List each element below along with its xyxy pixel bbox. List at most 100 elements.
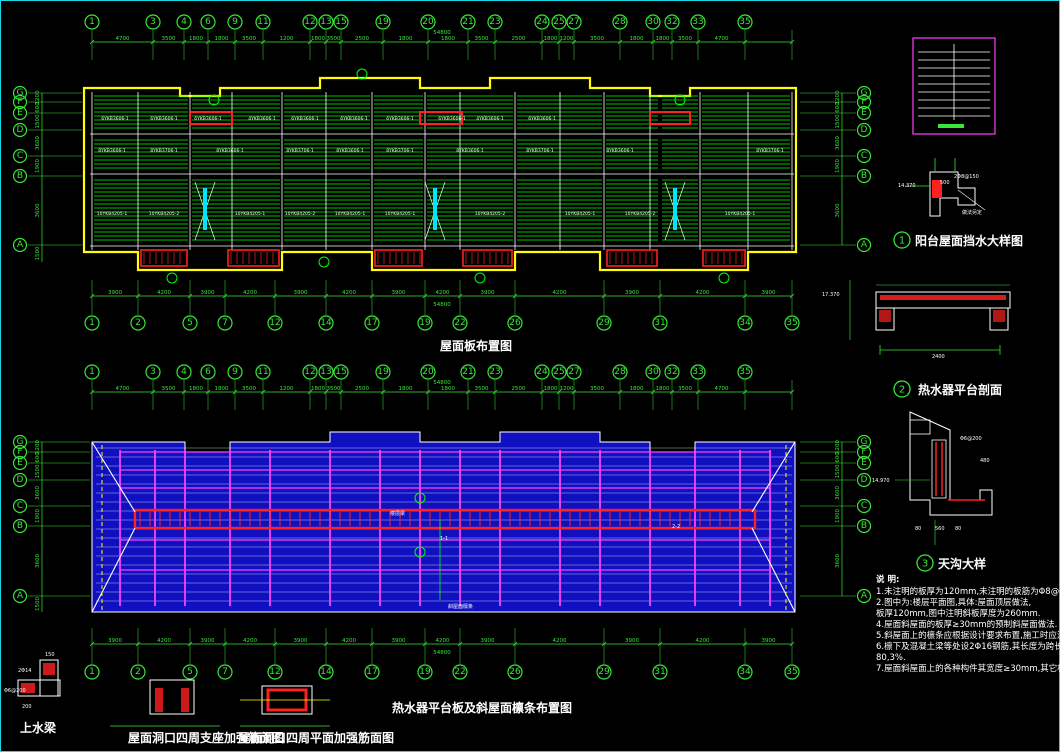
- plan2-top-axis-label: 35: [739, 367, 750, 377]
- detail1-marker-num: 1: [899, 236, 905, 247]
- detail3-size-c: 80: [955, 526, 961, 532]
- beam-stirrup: Φ6@200: [4, 688, 26, 694]
- plan2-bottom-dim-label: 3900: [108, 638, 122, 644]
- plan1-bottom-dim-label: 4200: [436, 290, 450, 296]
- plan1-bottom-axis-label: 17: [366, 318, 377, 328]
- plan1-right-letter-label: E: [861, 108, 867, 118]
- plan1-top-axis-label: 23: [489, 17, 500, 27]
- plan2-top-axis-label: 33: [692, 367, 703, 377]
- plan2-right-vdim-label: 1900: [835, 509, 841, 523]
- plan1-right-letter-circle: [856, 85, 872, 101]
- plan2-top-axis-circle: [645, 364, 661, 380]
- note-line: 5.斜屋面上的檩条应根据设计要求布置,施工时应注意做好防水.: [876, 630, 1060, 641]
- plan1-bottom-dim-tick: [272, 293, 278, 299]
- plan2-top-dim-tick: [89, 389, 95, 395]
- plan2-right-letter-label: E: [861, 458, 867, 468]
- plan1-callout: [208, 94, 220, 106]
- plan2-bottom-axis-circle: [182, 664, 198, 680]
- slab-label-row3: 10YKB4205-2: [285, 211, 316, 217]
- plan1-top-dim-label: 1800: [215, 36, 229, 42]
- plan2-top-axis-circle: [690, 364, 706, 380]
- plan1-bottom-dim-tick: [422, 293, 428, 299]
- plan1-left-vdim-label: 1500: [35, 114, 41, 128]
- plan1-top-axis-label: 24: [536, 17, 548, 27]
- plan1-top-axis-label: 27: [568, 17, 579, 27]
- plan2-top-axis-circle: [664, 364, 680, 380]
- plan2-bottom-axis-label: 29: [598, 667, 610, 677]
- plan1-left-letter-label: G: [17, 88, 24, 98]
- detail2-title: 热水器平台剖面: [918, 382, 1002, 397]
- slab-label-row3: 10YKB4205-1: [235, 211, 266, 217]
- plan2-bottom-axis-label: 14: [320, 667, 332, 677]
- balcony-beam: [374, 249, 423, 267]
- plan1-top-dim-label: 1800: [311, 36, 325, 42]
- plan2-top-axis-circle: [318, 364, 334, 380]
- plan2-right-letter-circle: [856, 518, 872, 534]
- plan2-top-axis-circle: [227, 364, 243, 380]
- plan1-top-dim-tick: [181, 39, 187, 45]
- plan2-bottom-dim-label: 3900: [762, 638, 776, 644]
- plan2-top-axis-circle: [84, 364, 100, 380]
- plan1-bottom-dim-tick: [89, 293, 95, 299]
- detail1-rebar: 2Φ8@150: [954, 174, 979, 180]
- balcony-beam: [702, 249, 746, 267]
- plan1-bottom-axis-label: 22: [454, 318, 465, 328]
- plan1-top-dim-label: 3500: [162, 36, 176, 42]
- plan1-top-dim-tick: [650, 39, 656, 45]
- plan2-bottom-dim-tick: [187, 641, 193, 647]
- plan2-top-dim-tick: [465, 389, 471, 395]
- top-beam: [419, 111, 463, 125]
- plan2-top-axis-circle: [375, 364, 391, 380]
- plan1-bottom-axis-circle: [452, 315, 468, 331]
- plan2-top-dim-label: 3500: [678, 386, 692, 392]
- slab-label-row1: 6YKB3606-1: [194, 116, 222, 122]
- slab-label-row3: 10YKB4205-1: [565, 211, 596, 217]
- plan1-top-axis-label: 28: [614, 17, 626, 27]
- plan2-bottom-dim-label: 3900: [481, 638, 495, 644]
- plan2-title: 热水器平台板及斜屋面檩条布置图: [392, 700, 572, 715]
- plan1-bottom-total: 54800: [433, 302, 451, 308]
- plan1-bottom-dim-label: 3900: [481, 290, 495, 296]
- plan1-left-vdim-label: 1500: [35, 246, 41, 260]
- slab-label-row1: 6YKB3606-1: [438, 116, 466, 122]
- plan2-left-letter-circle: [12, 455, 28, 471]
- plan2-left-letter-label: B: [17, 521, 23, 531]
- plan2-top-axis-circle: [737, 364, 753, 380]
- balcony-beam: [227, 249, 280, 267]
- plan2-top-dim-tick: [650, 389, 656, 395]
- plan1-bottom-axis-circle: [596, 315, 612, 331]
- plan2-bottom-axis-circle: [596, 664, 612, 680]
- mini-elevation-box: [912, 37, 996, 135]
- plan2-left-letter-label: E: [17, 458, 23, 468]
- plan1-left-letter-circle: [12, 105, 28, 121]
- plan1-top-axis-circle: [302, 14, 318, 30]
- plan2-top-dim-label: 3500: [590, 386, 604, 392]
- plan2-right-vdim-label: 1200: [835, 440, 841, 454]
- plan1-right-letter-circle: [856, 168, 872, 184]
- slab-label-row2: 8YKB3706-1: [526, 148, 554, 154]
- plan2-top-dim-label: 4700: [715, 386, 729, 392]
- plan2-bottom-dim-tick: [272, 641, 278, 647]
- plan2-left-letter-circle: [12, 434, 28, 450]
- plan1-left-letter-label: B: [17, 171, 23, 181]
- plan1-callout: [718, 272, 730, 284]
- plan2-top-dim-label: 2500: [355, 386, 369, 392]
- plan1-right-letter-circle: [856, 122, 872, 138]
- plan2-total-dim: 54800: [433, 380, 451, 386]
- plan2-top-dim-tick: [425, 389, 431, 395]
- plan2-top-dim-label: 2500: [512, 386, 526, 392]
- plan1-top-axis-circle: [227, 14, 243, 30]
- slab-label-row1: 6YKB3606-1: [386, 116, 414, 122]
- stair-marker: [203, 188, 207, 230]
- detail1-width: 500: [940, 180, 950, 186]
- notes-heading: 说 明:: [876, 574, 899, 585]
- plan1-top-dim-tick: [323, 39, 329, 45]
- notes-block: 说 明: 1.未注明的板厚为120mm,未注明的板筋为Φ8@1502.图中为:楼…: [876, 574, 1060, 674]
- plan1-top-axis-circle: [487, 14, 503, 30]
- detail2-marker-num: 2: [899, 385, 905, 396]
- plan1-top-axis-circle: [145, 14, 161, 30]
- plan2-bottom-dim-label: 4200: [436, 638, 450, 644]
- plan2-bottom-dim-tick: [457, 641, 463, 647]
- plan1-top-axis-label: 15: [335, 17, 346, 27]
- plan2-top-dim-tick: [789, 389, 795, 395]
